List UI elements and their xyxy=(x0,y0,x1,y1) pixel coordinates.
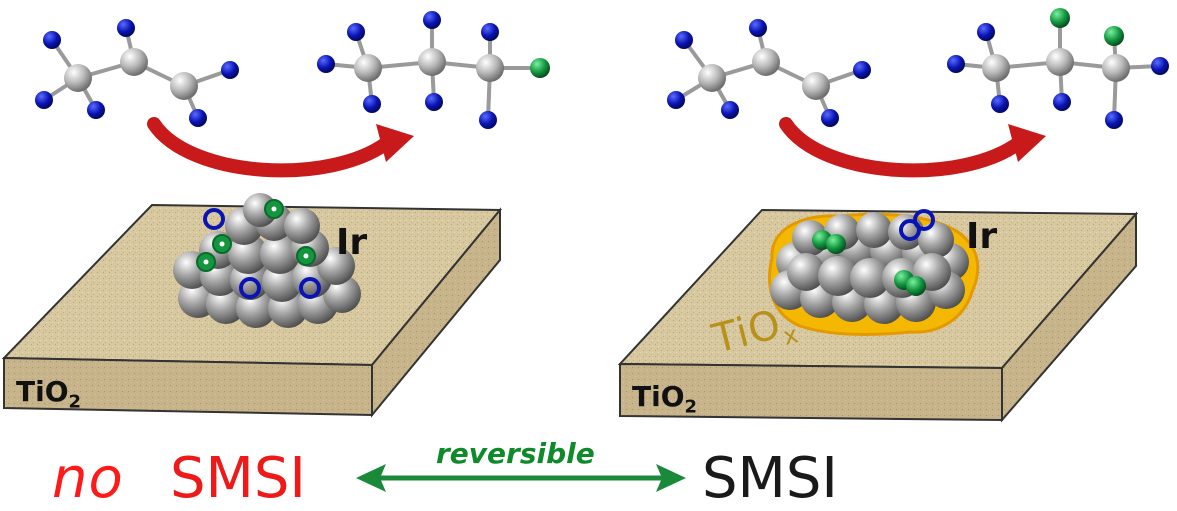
left-reactant-molecule xyxy=(35,19,239,127)
right-tio2-label: TiO2 xyxy=(632,380,698,418)
right-reactant-molecule xyxy=(667,19,871,127)
right-product-molecule xyxy=(947,8,1169,129)
right-reaction-arrow xyxy=(779,117,1046,178)
right-tio2-slab xyxy=(617,208,1139,423)
reversible-label: reversible xyxy=(436,437,595,470)
reversible-double-arrow xyxy=(356,464,686,492)
left-product-molecule xyxy=(317,11,550,129)
right-ir-label: Ir xyxy=(966,216,998,257)
no-smsi-label: SMSI xyxy=(170,446,306,511)
no-label: no xyxy=(52,446,124,511)
smsi-label: SMSI xyxy=(702,446,838,511)
left-ir-label: Ir xyxy=(336,222,368,263)
left-reaction-arrow xyxy=(147,117,414,178)
right-ir-cluster xyxy=(768,209,980,336)
left-tio2-label: TiO2 xyxy=(16,375,82,413)
left-ir-cluster xyxy=(173,193,361,328)
